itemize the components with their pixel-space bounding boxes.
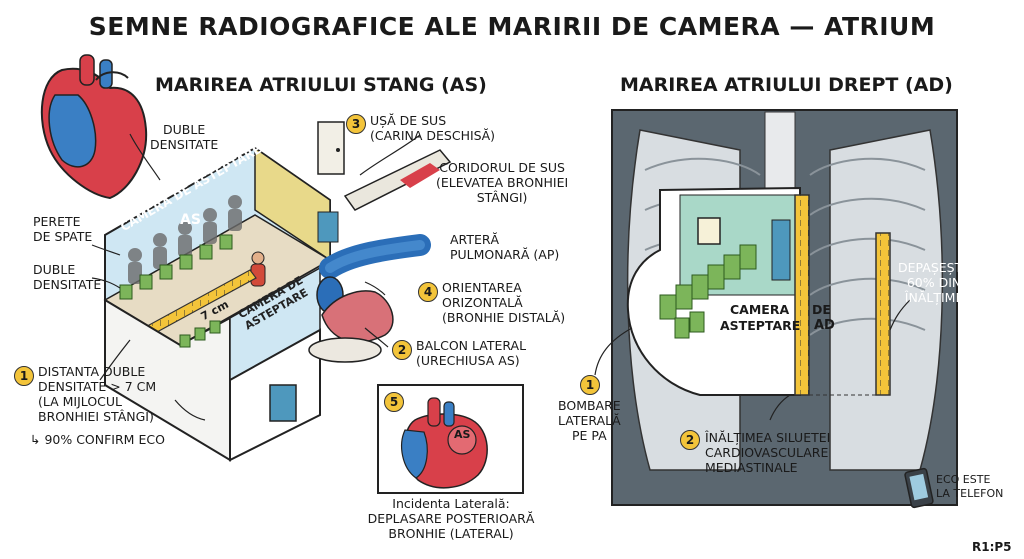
label-orientarea-orizontala: ORIENTAREA ORIZONTALĂ (BRONHIE DISTALĂ)	[442, 280, 566, 325]
label-duble-densitate-top: DUBLE DENSITATE	[150, 122, 219, 152]
label-balcon-lateral: BALCON LATERAL (URECHIUSA AS)	[416, 338, 527, 368]
label-bombare-laterala: BOMBARE LATERALĂ PE PA	[558, 398, 621, 443]
badge-1-right: 1	[580, 375, 600, 395]
lateral-caption: Incidenta Laterală: DEPLASARE POSTERIOAR…	[367, 496, 535, 541]
leader-lines-right	[594, 299, 911, 421]
badge-5: 5	[384, 392, 404, 412]
waiting-room-building	[103, 121, 452, 462]
label-distanta-duble-densitate: DISTANTA DUBLE DENSITATE > 7 cm (LA MIJL…	[38, 364, 157, 424]
room-label-asteptare: ASTEPTARE	[720, 318, 801, 333]
lateral-balcony-shape	[308, 290, 394, 363]
label-duble-densitate-left: DUBLE DENSITATE	[33, 262, 102, 292]
chest-xray-panel	[611, 109, 958, 506]
label-usa-de-sus: UȘĂ DE SUS (CARINA DESCHISĂ)	[370, 113, 496, 143]
left-heading: MARIREA ATRIULUI STANG (AS)	[155, 74, 487, 96]
badge-2-right: 2	[680, 430, 700, 450]
room-label-ad: AD	[814, 318, 835, 333]
badge-4: 4	[418, 282, 438, 302]
right-heading: MARIREA ATRIULUI DREPT (AD)	[620, 74, 953, 96]
badge-1-left: 1	[14, 366, 34, 386]
heart-icon	[40, 54, 148, 200]
label-coridor-de-sus: CORIDORUL DE SUS (ELEVATEA BRONHIEI STÂN…	[436, 160, 569, 205]
lateral-heart-as-label: AS	[454, 428, 471, 441]
room-label-camera: CAMERA	[730, 302, 790, 317]
label-perete-de-spate: PERETE DE SPATE	[33, 214, 93, 244]
room-label-de: DE	[812, 302, 831, 317]
badge-2: 2	[392, 340, 412, 360]
label-confirm-eco: ↳ 90% CONFIRM ECO	[30, 432, 165, 447]
badge-3: 3	[346, 114, 366, 134]
leader-lines-left	[91, 133, 421, 421]
label-artera-pulmonara: ARTERĂ PULMONARĂ (AP)	[450, 232, 560, 262]
label-inaltimea-siluetei: ÎNĂLȚIMEA SILUETEI CARDIOVASCULARE MEDIA…	[705, 430, 831, 475]
label-eco-telefon: ECO ESTE LA TELEFON	[936, 473, 1004, 500]
page-title: SEMNE RADIOGRAFICE ALE MARIRII DE CAMERA…	[88, 12, 936, 41]
lateral-heart-icon	[401, 397, 488, 489]
label-depaseste: DEPAȘEȘTE 60% DIN ÎNĂLȚIME	[898, 260, 971, 305]
phone-icon	[904, 467, 934, 509]
footer-code: R1:P5	[972, 540, 1012, 554]
room-big-as: AS	[180, 212, 201, 228]
